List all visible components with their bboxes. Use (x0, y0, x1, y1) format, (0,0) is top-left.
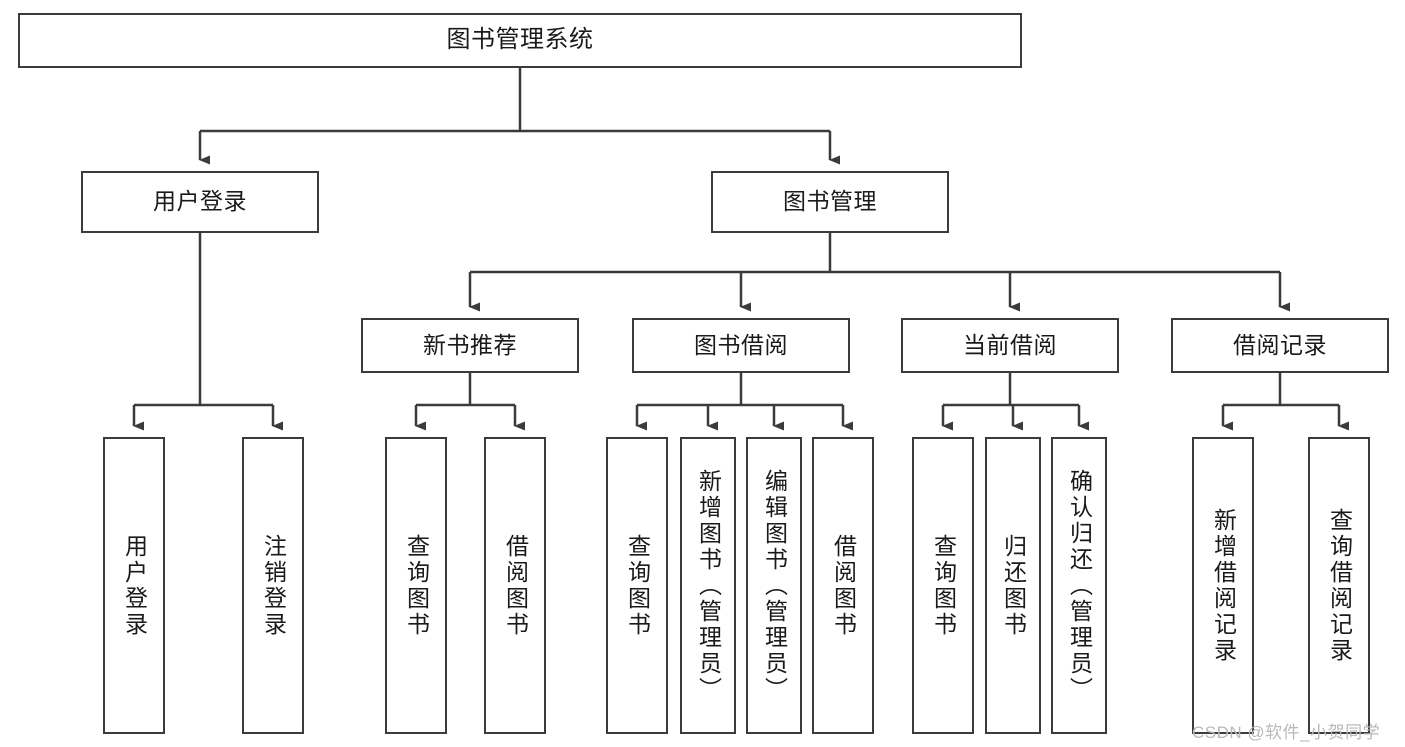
node-book-borrow[interactable]: 图书借阅 (632, 318, 850, 373)
node-leaf-user-login-label: 用户登录 (121, 533, 148, 638)
node-leaf-rec-query[interactable]: 查询图书 (385, 437, 447, 734)
node-root-label: 图书管理系统 (446, 26, 594, 54)
node-user-login[interactable]: 用户登录 (81, 171, 319, 233)
node-borrow-record[interactable]: 借阅记录 (1171, 318, 1389, 373)
node-new-book-rec-label: 新书推荐 (423, 331, 517, 358)
node-current-borrow-label: 当前借阅 (963, 331, 1057, 358)
node-leaf-borrow-edit-label: 编辑图书（管理员） (761, 468, 788, 703)
node-leaf-rec-borrow[interactable]: 借阅图书 (484, 437, 546, 734)
node-leaf-record-add-label: 新增借阅记录 (1210, 507, 1237, 664)
node-book-borrow-label: 图书借阅 (694, 331, 788, 358)
node-leaf-current-return-label: 归还图书 (1000, 533, 1027, 638)
node-leaf-current-confirm[interactable]: 确认归还（管理员） (1051, 437, 1107, 734)
node-root[interactable]: 图书管理系统 (18, 13, 1022, 68)
node-leaf-borrow-add-label: 新增图书（管理员） (695, 468, 722, 703)
node-leaf-user-logout-label: 注销登录 (260, 533, 287, 638)
node-new-book-rec[interactable]: 新书推荐 (361, 318, 579, 373)
node-user-login-label: 用户登录 (153, 188, 247, 215)
node-leaf-record-add[interactable]: 新增借阅记录 (1192, 437, 1254, 734)
node-leaf-rec-query-label: 查询图书 (403, 533, 430, 638)
node-leaf-borrow-query[interactable]: 查询图书 (606, 437, 668, 734)
node-leaf-current-confirm-label: 确认归还（管理员） (1066, 468, 1093, 703)
node-leaf-record-query[interactable]: 查询借阅记录 (1308, 437, 1370, 734)
node-leaf-record-query-label: 查询借阅记录 (1326, 507, 1353, 664)
csdn-watermark: CSDN @软件_小贺同学 (1192, 723, 1381, 742)
node-leaf-borrow-edit[interactable]: 编辑图书（管理员） (746, 437, 802, 734)
node-leaf-borrow-add[interactable]: 新增图书（管理员） (680, 437, 736, 734)
node-book-manage[interactable]: 图书管理 (711, 171, 949, 233)
node-leaf-current-query[interactable]: 查询图书 (912, 437, 974, 734)
node-leaf-user-login[interactable]: 用户登录 (103, 437, 165, 734)
node-leaf-current-query-label: 查询图书 (930, 533, 957, 638)
node-leaf-borrow-lend[interactable]: 借阅图书 (812, 437, 874, 734)
node-leaf-rec-borrow-label: 借阅图书 (502, 533, 529, 638)
node-leaf-borrow-lend-label: 借阅图书 (830, 533, 857, 638)
node-book-manage-label: 图书管理 (783, 188, 877, 215)
node-leaf-user-logout[interactable]: 注销登录 (242, 437, 304, 734)
node-borrow-record-label: 借阅记录 (1233, 331, 1327, 358)
node-leaf-current-return[interactable]: 归还图书 (985, 437, 1041, 734)
node-current-borrow[interactable]: 当前借阅 (901, 318, 1119, 373)
node-leaf-borrow-query-label: 查询图书 (624, 533, 651, 638)
